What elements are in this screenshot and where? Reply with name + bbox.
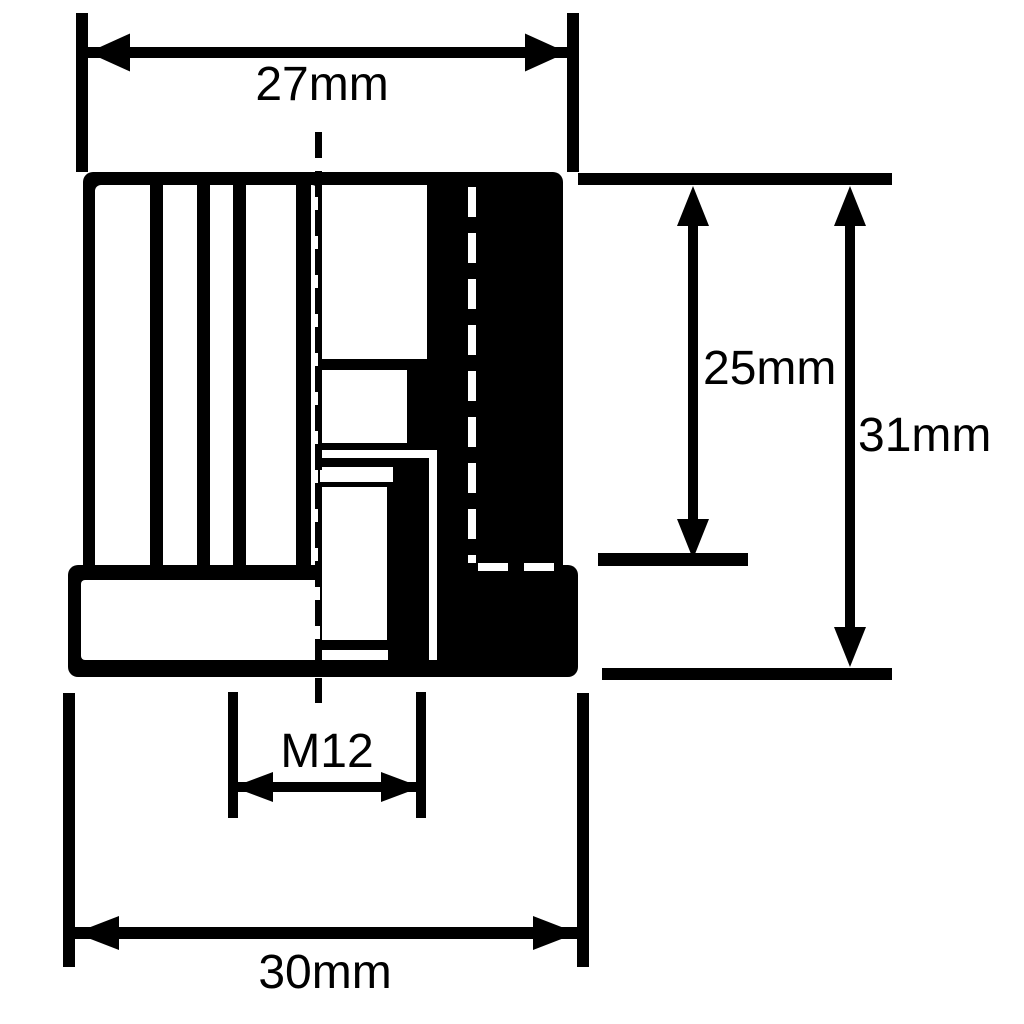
bore-middle-cavity <box>322 370 407 443</box>
extension-line <box>416 692 426 818</box>
thread-root-line <box>429 450 437 660</box>
arrowhead-left-icon <box>75 916 119 950</box>
extension-line <box>598 553 748 566</box>
arrowhead-right-icon <box>533 916 577 950</box>
arrowhead-right-icon <box>381 772 421 802</box>
rib-line <box>233 185 246 580</box>
dimension-30mm: 30mm <box>63 693 589 999</box>
dimension-label-m12: M12 <box>280 725 373 778</box>
arrowhead-down-icon <box>677 519 709 559</box>
section-boundary-line <box>296 185 311 580</box>
thread-bore-section <box>320 185 563 660</box>
dimension-m12: M12 <box>228 692 426 818</box>
dimension-27mm: 27mm <box>76 13 579 172</box>
extension-line-top-right <box>578 173 892 185</box>
dimension-line <box>75 927 577 939</box>
bore-upper-cavity <box>322 185 427 359</box>
flange-left-half-face <box>81 580 320 660</box>
arrowhead-right-icon <box>525 33 567 72</box>
arrowhead-down-icon <box>834 627 866 667</box>
dimension-label-27mm: 27mm <box>255 58 388 111</box>
rib-line <box>150 185 163 580</box>
extension-line <box>577 693 589 967</box>
dimension-label-30mm: 30mm <box>258 946 391 999</box>
bore-lower-cavity <box>322 487 387 640</box>
arrowhead-left-icon <box>233 772 273 802</box>
arrowhead-up-icon <box>677 186 709 226</box>
hidden-edge-dashed-line <box>468 187 563 571</box>
dimension-31mm: 31mm <box>602 186 991 680</box>
dimension-line <box>88 47 567 58</box>
dimension-line <box>233 782 421 792</box>
arrowhead-up-icon <box>834 186 866 226</box>
extension-line <box>567 13 579 172</box>
rib-line <box>197 185 210 580</box>
extension-line <box>228 692 238 818</box>
dimension-25mm: 25mm <box>598 186 836 566</box>
arrowhead-left-icon <box>88 33 130 72</box>
dimension-line <box>688 205 698 545</box>
extension-line <box>602 668 892 680</box>
extension-line <box>63 693 75 967</box>
thread-step-line <box>320 650 388 660</box>
extension-line <box>76 13 88 172</box>
dimension-line <box>845 205 855 650</box>
thread-step-line <box>320 467 393 482</box>
dimension-label-31mm: 31mm <box>858 409 991 462</box>
dimension-label-25mm: 25mm <box>703 342 836 395</box>
thread-step-line <box>320 450 437 458</box>
